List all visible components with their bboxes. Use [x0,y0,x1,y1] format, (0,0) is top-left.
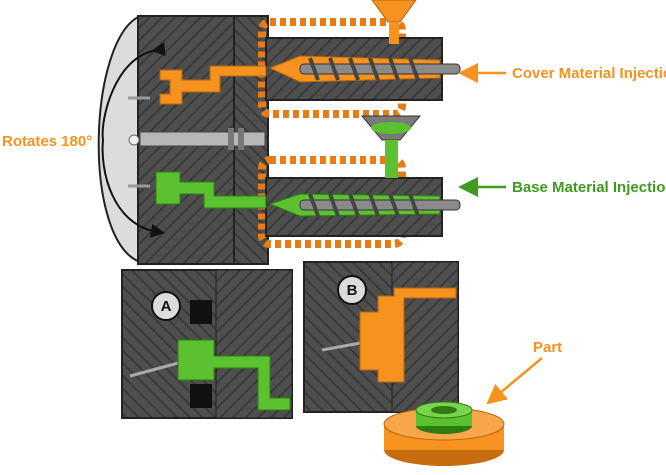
lower-hopper [360,115,422,178]
base-injection-label: Base Material Injection [512,179,666,196]
base-material-channel [155,171,267,209]
mold-b-orange-part [359,287,457,383]
upper-screw [299,57,461,81]
rotation-arrow [101,42,166,238]
rotates-label: Rotates 180° [2,133,92,150]
curved-double-arrow-icon [101,42,166,238]
stationary-mold [139,15,269,265]
upper-injection-unit [159,0,461,118]
mold-b-label: B [347,282,358,299]
upper-hopper [371,0,417,44]
mold-b-badge: B [337,275,367,305]
mold-a-badge: A [151,291,181,321]
cover-material-channel [159,65,267,105]
mold-block-a: A [121,269,293,419]
lower-screw [299,193,461,217]
mold-a-green-part [177,339,291,411]
lower-injection-unit [155,115,461,248]
part-label: Part [533,339,562,356]
cover-injection-label: Cover Material Injection [512,65,666,82]
part-arrow [486,357,543,405]
finished-part [383,401,505,466]
mold-a-label: A [161,298,172,315]
mold-block-b: B [303,261,459,413]
